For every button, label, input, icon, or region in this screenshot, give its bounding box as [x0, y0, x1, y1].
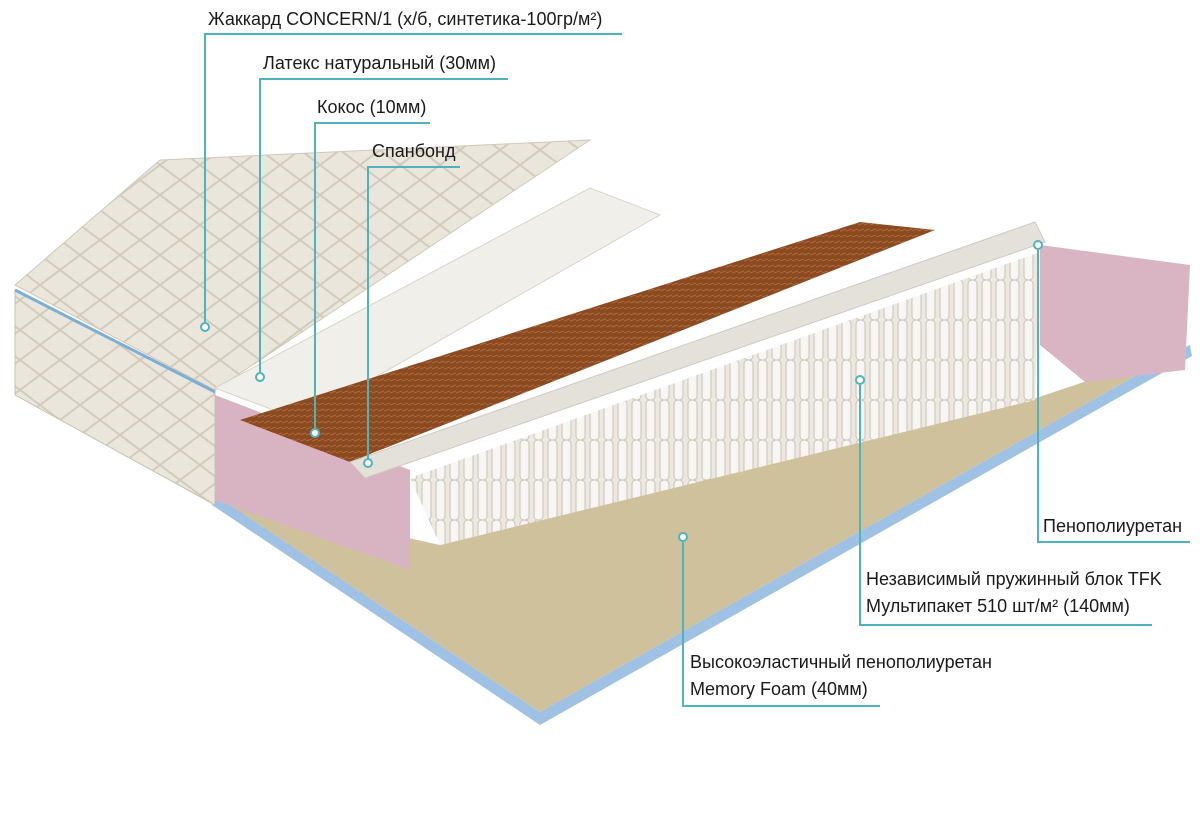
foam-right [1040, 245, 1190, 382]
memory-foam-layer [215, 345, 1190, 712]
foam-left [215, 395, 410, 570]
jacquard-cover [14, 139, 592, 391]
label-memory-line1: Высокоэластичный пенополиуретан [690, 652, 993, 672]
label-jacquard: Жаккард CONCERN/1 (х/б, синтетика-100гр/… [208, 9, 603, 29]
leader-lines [200, 33, 1190, 707]
label-springs-line2: Мультипакет 510 шт/м² (140мм) [866, 596, 1130, 616]
spunbond-layer [349, 221, 1046, 479]
label-foam: Пенополиуретан [1043, 516, 1183, 536]
label-coconut: Кокос (10мм) [317, 97, 427, 117]
coconut-layer [240, 222, 935, 462]
label-memory-line2: Memory Foam (40мм) [690, 679, 868, 699]
label-spunbond: Спанбонд [372, 141, 456, 161]
label-springs-line1: Независимый пружинный блок TFK [866, 569, 1162, 589]
label-latex: Латекс натуральный (30мм) [263, 53, 496, 73]
spring-block [410, 252, 1040, 545]
latex-layer [213, 187, 662, 421]
